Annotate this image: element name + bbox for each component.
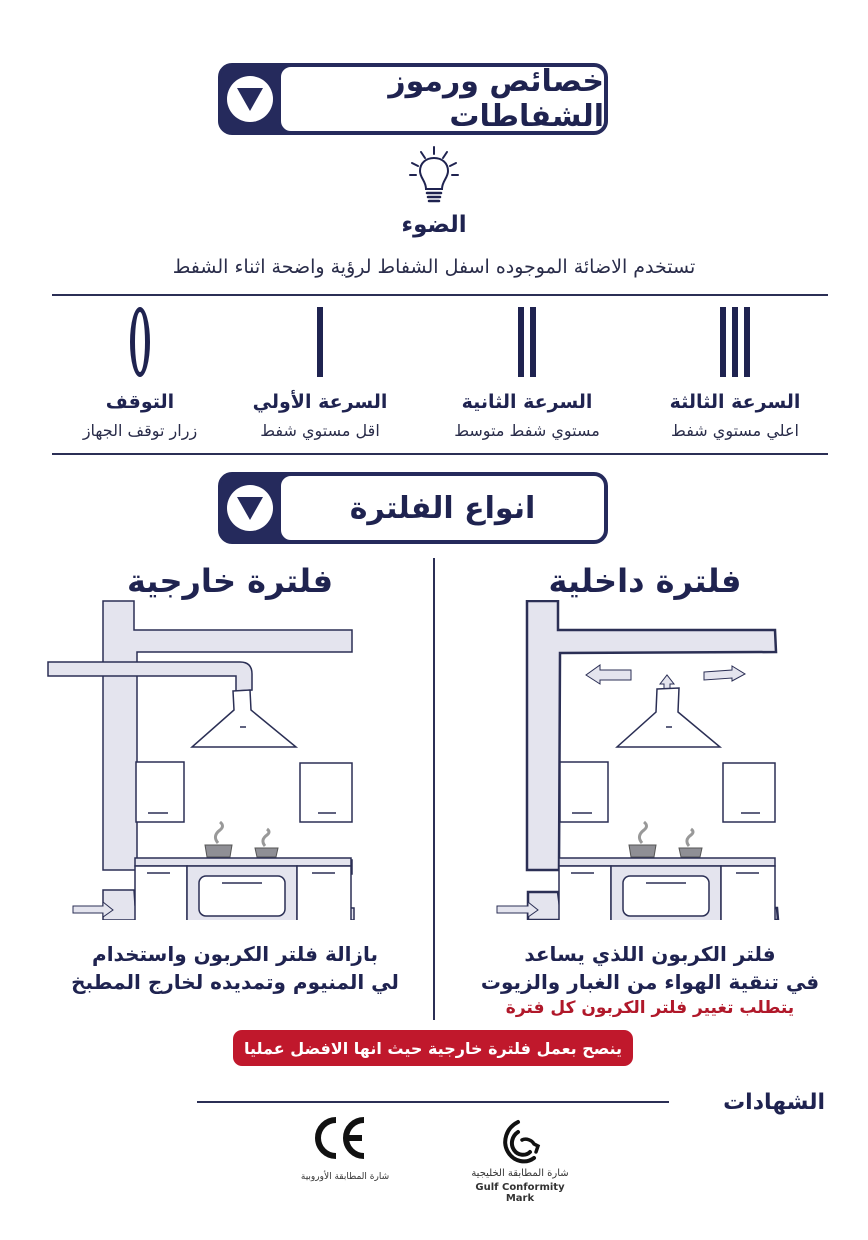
internal-filter-title: فلترة داخلية [548, 562, 742, 600]
features-section-title: خصائص ورموز الشفاطات [279, 64, 606, 134]
speed-two-symbol-icon [437, 305, 617, 377]
speed-three: السرعة الثالثة اعلي مستوي شفط [645, 305, 825, 440]
speed-three-title: السرعة الثالثة [669, 391, 801, 413]
speed-off-title: التوقف [105, 391, 175, 413]
divider-middle [52, 453, 828, 455]
features-section-header: خصائص ورموز الشفاطات [218, 63, 608, 135]
gulf-conformity-label-en: Gulf Conformity Mark [475, 1182, 565, 1204]
speed-two-title: السرعة الثانية [461, 391, 593, 413]
gulf-conformity-label-ar: شارة المطابقة الخليجية [471, 1168, 569, 1179]
light-description: تستخدم الاضائة الموجوده اسفل الشفاط لرؤي… [172, 256, 696, 278]
external-filter-title: فلترة خارجية [126, 562, 334, 600]
internal-filter-description-line1: فلتر الكربون اللذي يساعد [524, 942, 776, 966]
filters-vertical-divider [433, 558, 435, 1020]
speed-off-symbol-icon [50, 305, 230, 377]
light-title: الضوء [401, 212, 467, 238]
filters-section-title: انواع الفلترة [279, 474, 606, 542]
triangle-down-icon [227, 76, 273, 122]
speed-two: السرعة الثانية مستوي شفط متوسط [437, 305, 617, 440]
filters-section-header: انواع الفلترة [218, 472, 608, 544]
external-filter-kitchen-illustration [40, 600, 440, 929]
internal-filter-description-line2: في تنقية الهواء من الغبار والزيوت [480, 970, 820, 994]
european-conformity-label: شارة المطابقة الأوروبية [300, 1172, 390, 1182]
external-filter-description-line1: بازالة فلتر الكربون واستخدام [92, 942, 378, 966]
speed-one-description: اقل مستوي شفط [260, 421, 380, 440]
speed-off: التوقف زرار توقف الجهاز [50, 305, 230, 440]
external-filter-description-line2: لي المنيوم وتمديده لخارج المطبخ [71, 970, 399, 994]
speed-three-symbol-icon [645, 305, 825, 377]
speed-one-symbol-icon [230, 305, 410, 377]
gulf-conformity-mark-icon [496, 1118, 546, 1166]
triangle-down-icon [227, 485, 273, 531]
lightbulb-icon [404, 145, 464, 207]
certificates-divider [197, 1101, 669, 1103]
recommendation-banner: ينصح بعمل فلترة خارجية حيث انها الافضل ع… [233, 1030, 633, 1066]
divider-top [52, 294, 828, 296]
certificates-title: الشهادات [723, 1090, 825, 1115]
speed-two-description: مستوي شفط متوسط [454, 421, 600, 440]
speed-three-description: اعلي مستوي شفط [671, 421, 799, 440]
ce-mark-icon [312, 1116, 368, 1160]
internal-filter-note: يتطلب تغيير فلتر الكربون كل فترة [505, 998, 795, 1018]
speed-one-title: السرعة الأولي [252, 391, 388, 413]
internal-filter-kitchen-illustration [440, 599, 840, 929]
speed-one: السرعة الأولي اقل مستوي شفط [230, 305, 410, 440]
speed-off-description: زرار توقف الجهاز [82, 421, 198, 440]
